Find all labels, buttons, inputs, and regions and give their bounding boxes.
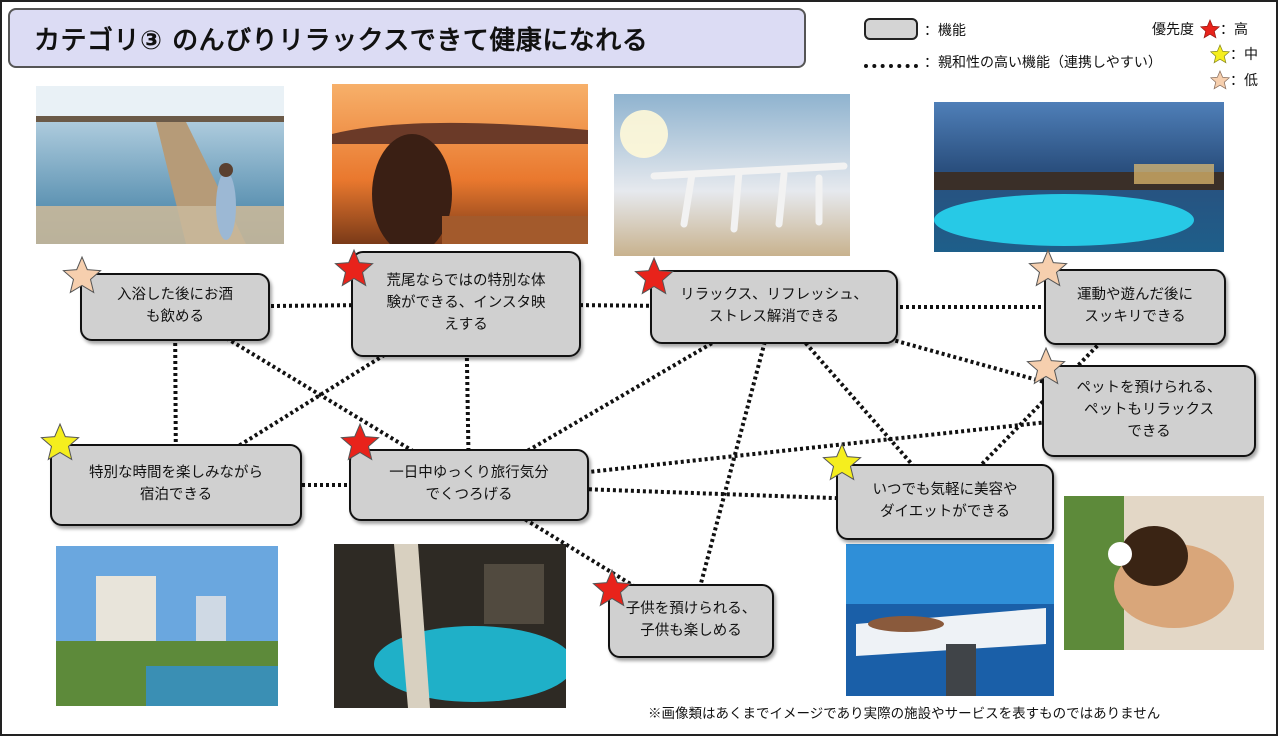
priority-star-icon-f4 <box>1028 248 1068 287</box>
priority-star-icon-f8 <box>822 442 862 481</box>
legend-high-label: ：高 <box>1220 22 1248 38</box>
feature-box-f2: 荒尾ならではの特別な体 験ができる、インスタ映 えする <box>351 251 581 357</box>
feature-label-f2: 荒尾ならではの特別な体 験ができる、インスタ映 えする <box>386 273 546 333</box>
feature-box-f4: 運動や遊んだ後に スッキリできる <box>1044 269 1226 345</box>
priority-star-icon-f3 <box>634 256 674 295</box>
legend-function-label: ：機能 <box>924 23 966 39</box>
priority-star-icon-f5 <box>1026 346 1066 385</box>
priority-star-icon-f7 <box>340 422 380 461</box>
legend-function-swatch <box>864 18 918 40</box>
feature-box-f8: いつでも気軽に美容や ダイエットができる <box>836 464 1054 540</box>
feature-box-f9: 子供を預けられる、 子供も楽しめる <box>608 584 774 658</box>
feature-box-f7: 一日中ゆっくり旅行気分 でくつろげる <box>349 449 589 521</box>
feature-box-f5: ペットを預けられる、 ペットもリラックス できる <box>1042 365 1256 457</box>
photo-beach-yoga <box>614 94 850 256</box>
photo-pier <box>36 86 284 244</box>
feature-box-f6: 特別な時間を楽しみながら 宿泊できる <box>50 444 302 526</box>
legend-priority-mid: ：中 <box>1210 44 1258 64</box>
feature-box-f3: リラックス、リフレッシュ、 ストレス解消できる <box>650 270 898 344</box>
photo-spa-bed <box>846 544 1054 696</box>
star-yellow-icon <box>1210 44 1230 64</box>
star-red-icon <box>1200 19 1220 39</box>
photo-hotel <box>56 546 278 706</box>
priority-star-icon-f1 <box>62 255 102 294</box>
legend-link-label: ：親和性の高い機能（連携しやすい） <box>924 55 1162 71</box>
legend-priority-low: ：低 <box>1210 70 1258 90</box>
legend-low-label: ：低 <box>1230 73 1258 89</box>
feature-label-f7: 一日中ゆっくり旅行気分 でくつろげる <box>389 465 549 503</box>
priority-star-icon-f2 <box>334 248 374 287</box>
legend-mid-label: ：中 <box>1230 47 1258 63</box>
legend-link-line <box>864 64 918 68</box>
star-peach-icon <box>1210 70 1230 90</box>
legend-priority-label: 優先度 <box>1152 22 1194 38</box>
feature-label-f6: 特別な時間を楽しみながら 宿泊できる <box>89 465 263 503</box>
title-banner: カテゴリ③ のんびりリラックスできて健康になれる <box>8 8 806 68</box>
photo-sunset-bath <box>332 84 588 244</box>
priority-star-icon-f9 <box>592 568 632 607</box>
priority-star-icon-f6 <box>40 422 80 461</box>
photo-cave-pool <box>334 544 566 708</box>
feature-label-f9: 子供を預けられる、 子供も楽しめる <box>625 601 757 639</box>
feature-box-f1: 入浴した後にお酒 も飲める <box>80 273 270 341</box>
feature-label-f4: 運動や遊んだ後に スッキリできる <box>1077 287 1193 325</box>
disclaimer-footnote: ※画像類はあくまでイメージであり実際の施設やサービスを表すものではありません <box>648 706 1161 722</box>
photo-massage <box>1064 496 1264 650</box>
photo-pool <box>934 102 1224 252</box>
feature-label-f5: ペットを預けられる、 ペットもリラックス できる <box>1076 380 1222 440</box>
feature-label-f3: リラックス、リフレッシュ、 ストレス解消できる <box>680 287 868 325</box>
legend-priority-high: 優先度 ：高 <box>1152 19 1248 39</box>
link-f3-f9 <box>689 306 776 622</box>
page-title: カテゴリ③ のんびりリラックスできて健康になれる <box>34 25 649 56</box>
feature-label-f1: 入浴した後にお酒 も飲める <box>117 287 233 325</box>
feature-label-f8: いつでも気軽に美容や ダイエットができる <box>872 482 1018 520</box>
